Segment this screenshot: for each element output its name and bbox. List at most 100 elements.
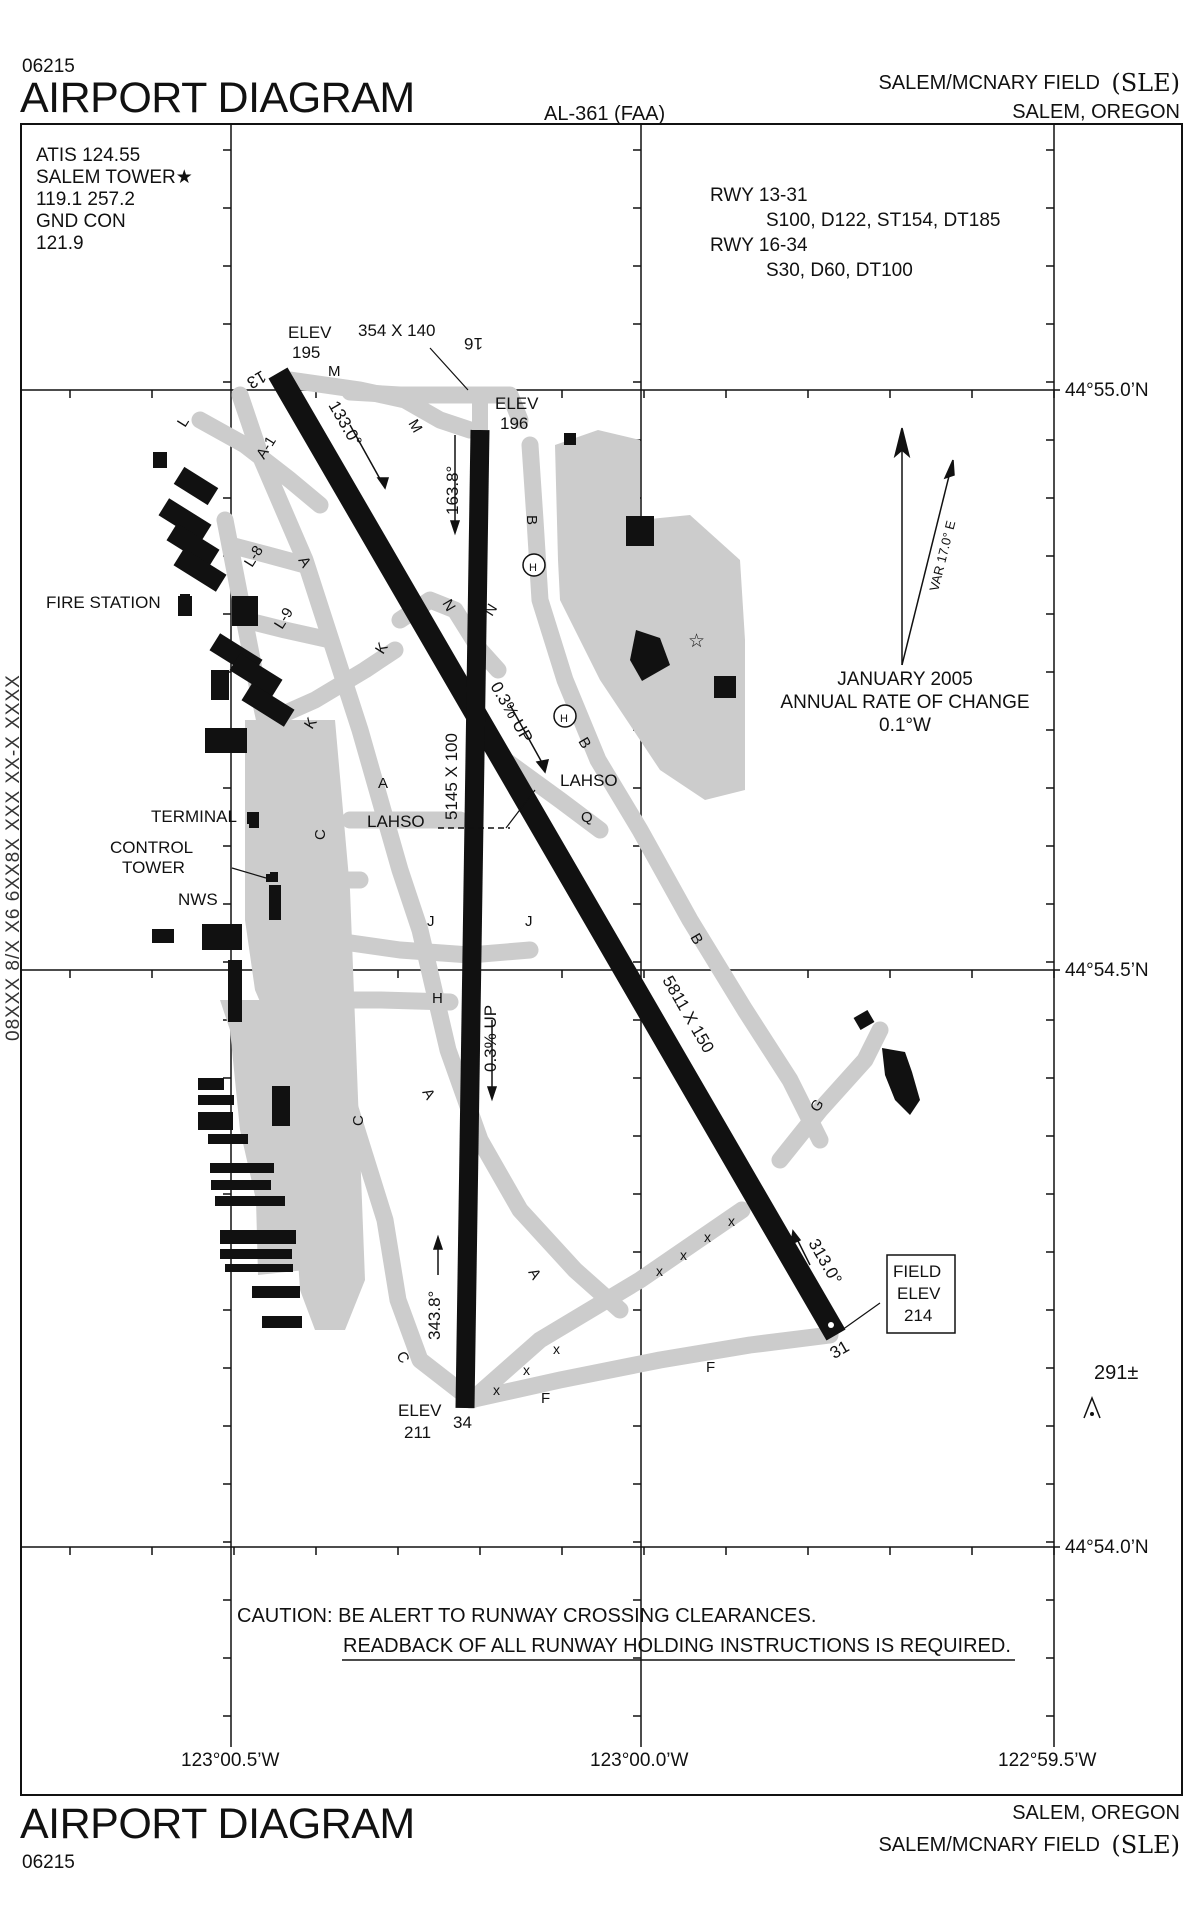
elev-13-value: 195 — [292, 343, 320, 362]
svg-text:x: x — [728, 1213, 735, 1229]
airport-id: (SLE) — [1111, 69, 1180, 97]
hdg-163: 163.8° — [443, 466, 462, 515]
heliport-label-1: H — [529, 562, 537, 574]
twy-Q: Q — [581, 809, 593, 826]
caution-line1: CAUTION: BE ALERT TO RUNWAY CROSSING CLE… — [237, 1605, 817, 1627]
twy-B1: B — [523, 515, 540, 525]
lahso-label-left: LAHSO — [367, 812, 425, 831]
twy-A3: A — [419, 1086, 439, 1103]
field-elev-box — [886, 1254, 956, 1334]
dim-16-34: 5145 X 100 — [442, 733, 461, 820]
field-elev-point — [828, 1322, 834, 1328]
overrun-leader — [429, 347, 469, 391]
twy-C1: C — [312, 829, 329, 840]
hdg-133: 133.0° — [325, 398, 366, 450]
tower-freqs: 119.1 257.2 — [36, 189, 135, 210]
runways — [268, 367, 846, 1409]
twy-J2: J — [525, 913, 533, 930]
elev-34-label: ELEV — [398, 1401, 442, 1420]
runway-16-34 — [455, 429, 490, 1409]
lon-mid: 123°00.0’W — [590, 1750, 689, 1771]
rwy1-strength: S100, D122, ST154, DT185 — [766, 210, 1001, 231]
twy-M1: M — [328, 363, 341, 380]
control-label: CONTROL — [110, 838, 193, 857]
twy-A2: A — [378, 775, 388, 792]
frequency-block: ATIS 124.55 SALEM TOWER★ 119.1 257.2 GND… — [36, 145, 193, 255]
buildings — [152, 433, 920, 1328]
twy-A4: A — [525, 1266, 545, 1283]
twy-J1: J — [427, 913, 435, 930]
field-elev-line2: ELEV — [897, 1284, 941, 1303]
airport-name: SALEM/MCNARY FIELD — [878, 72, 1100, 94]
twy-F1: F — [541, 1390, 550, 1407]
twy-L: L — [174, 414, 193, 430]
lahso-leader — [505, 789, 536, 829]
rwy-13-label: 13 — [244, 367, 270, 393]
mag-rate: 0.1°W — [879, 715, 931, 736]
terminal-label: TERMINAL — [151, 807, 237, 826]
airport-location: SALEM, OREGON — [1012, 101, 1180, 123]
rwy1-id: RWY 13-31 — [710, 185, 808, 206]
lon-left: 123°00.5’W — [181, 1750, 280, 1771]
svg-text:x: x — [680, 1247, 687, 1263]
svg-text:x: x — [493, 1382, 500, 1398]
footer-title: AIRPORT DIAGRAM — [20, 1800, 415, 1848]
footer-airport-name: SALEM/MCNARY FIELD — [878, 1834, 1100, 1856]
svg-text:x: x — [704, 1229, 711, 1245]
rwy2-id: RWY 16-34 — [710, 235, 808, 256]
heading-arrows — [349, 424, 811, 1275]
tower-star-icon: ★ — [175, 167, 193, 188]
lahso-label-right: LAHSO — [560, 771, 618, 790]
obstacle-height: 291± — [1094, 1362, 1139, 1384]
chart-title: AIRPORT DIAGRAM — [20, 74, 415, 122]
caution-line2: READBACK OF ALL RUNWAY HOLDING INSTRUCTI… — [343, 1635, 1011, 1657]
elev-34-value: 211 — [404, 1423, 431, 1442]
slope-16-34: 0.3% UP — [481, 1005, 500, 1072]
hdg-343: 343.8° — [425, 1291, 444, 1340]
diagram-frame — [20, 123, 1183, 1796]
svg-text:x: x — [656, 1263, 663, 1279]
chart-number: 06215 — [22, 56, 75, 77]
tower-star-icon: ☆ — [688, 631, 705, 652]
rwy-34-label: 34 — [453, 1413, 472, 1432]
mag-rate-label: ANNUAL RATE OF CHANGE — [780, 692, 1030, 713]
runway-16-overrun — [472, 392, 488, 430]
lat-mid: 44°54.5’N — [1065, 960, 1149, 981]
field-elev-value: 214 — [904, 1306, 932, 1325]
heliport-markers — [522, 553, 577, 728]
ground-freq: 121.9 — [36, 233, 84, 254]
lat-lon-grid — [21, 124, 1060, 1747]
elev-13-label: ELEV — [288, 323, 332, 342]
nws-label: NWS — [178, 890, 218, 909]
svg-text:x: x — [523, 1362, 530, 1378]
twy-C2: C — [350, 1115, 367, 1126]
atis-freq: ATIS 124.55 — [36, 145, 141, 166]
north-arrow — [893, 427, 955, 666]
lat-top: 44°55.0’N — [1065, 380, 1149, 401]
runway-data-block: RWY 13-31 S100, D122, ST154, DT185 RWY 1… — [710, 183, 1000, 283]
obstacle-icon — [1083, 1395, 1101, 1419]
mag-date: JANUARY 2005 — [837, 669, 973, 690]
footer-airport-id: (SLE) — [1111, 1831, 1180, 1859]
tower-label: TOWER — [122, 858, 185, 877]
field-elev-leader — [841, 1302, 881, 1331]
twy-F2: F — [706, 1359, 715, 1376]
mag-variation-block: JANUARY 2005 ANNUAL RATE OF CHANGE 0.1°W — [775, 668, 1035, 737]
dim-16-overrun: 354 X 140 — [358, 321, 436, 340]
lon-right: 122°59.5’W — [998, 1750, 1097, 1771]
field-elev-line1: FIELD — [893, 1262, 941, 1281]
heliport-label-2: H — [560, 713, 568, 725]
lat-bottom: 44°54.0’N — [1065, 1537, 1149, 1558]
procedure-id: AL-361 (FAA) — [544, 103, 666, 125]
rwy-16-label: 16 — [464, 334, 483, 353]
elev-16-label: ELEV — [495, 394, 539, 413]
ground-label: GND CON — [36, 211, 126, 232]
twy-C3: C — [393, 1349, 413, 1367]
footer-location: SALEM, OREGON — [1012, 1802, 1180, 1824]
elev-16-value: 196 — [500, 414, 528, 433]
side-margin-text: 08XXX 8/X X6 6XX8X XXX XX-X XXXX — [3, 674, 24, 1041]
twy-H: H — [432, 990, 443, 1007]
terminal-marks — [180, 594, 274, 882]
